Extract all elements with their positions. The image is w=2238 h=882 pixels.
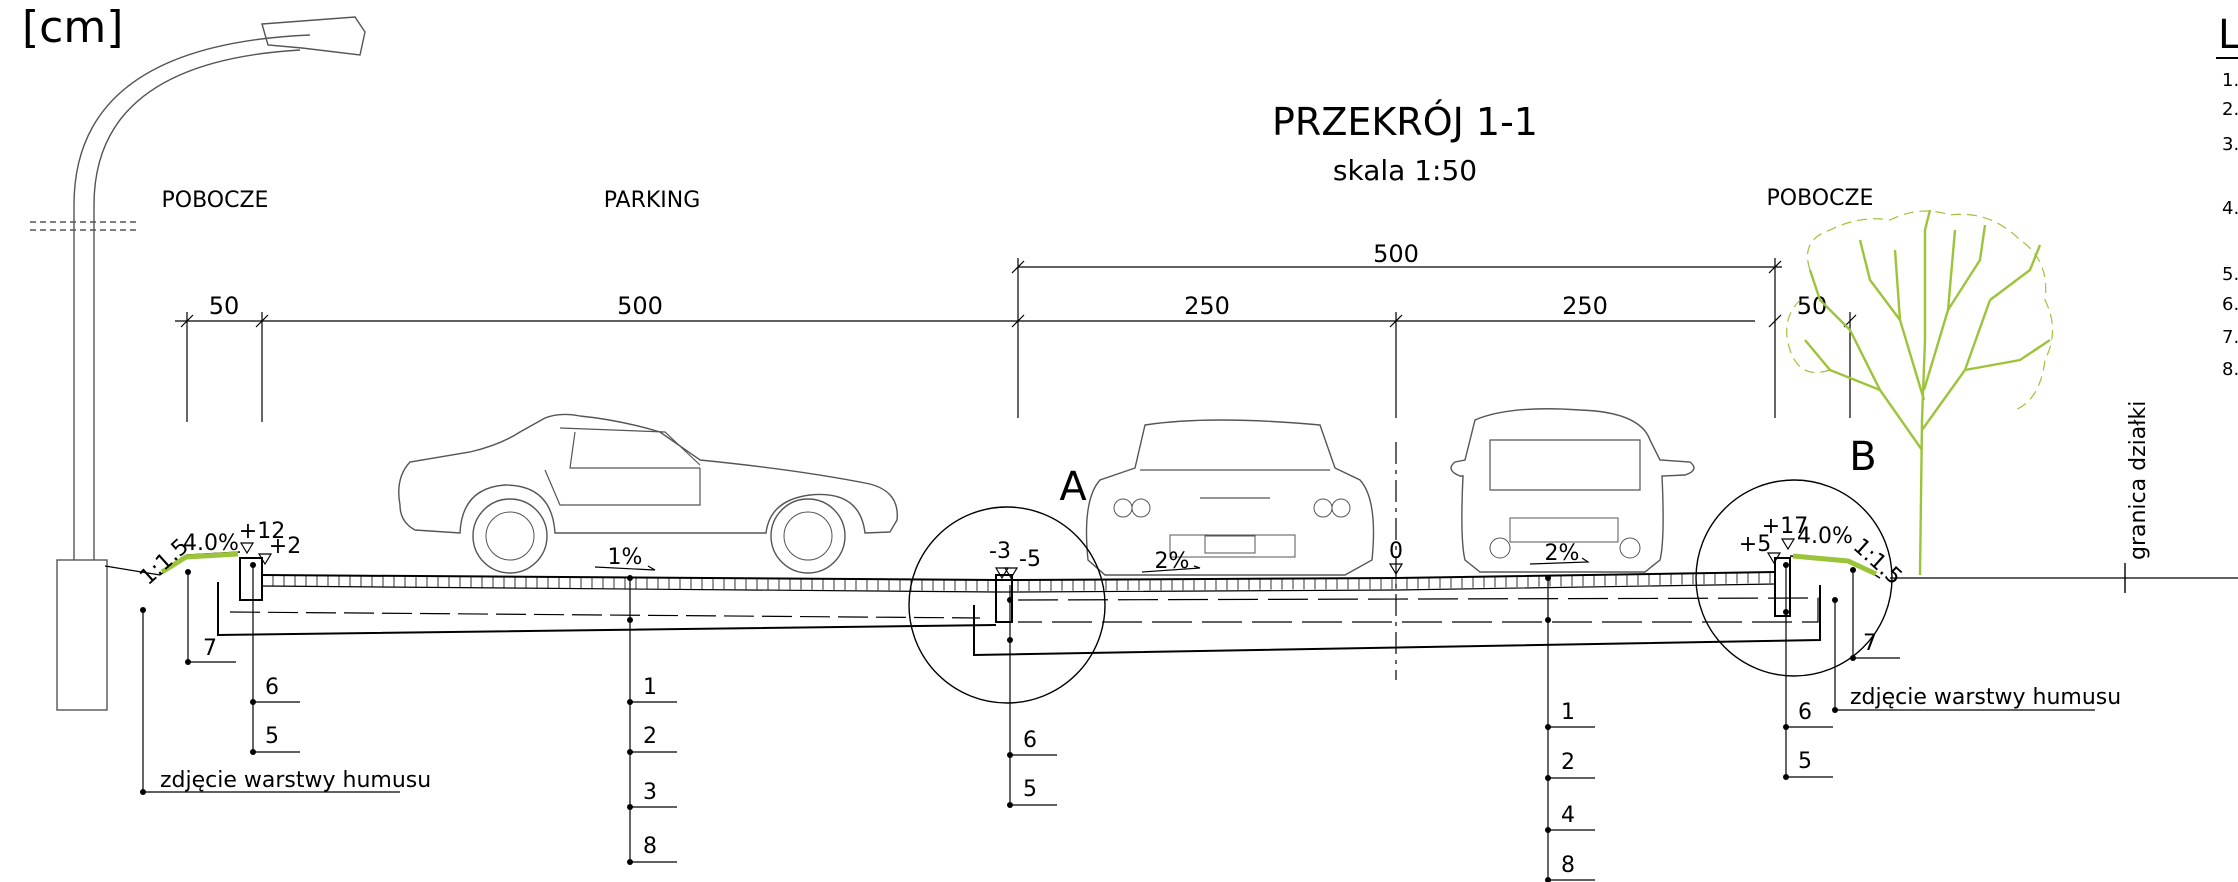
dim-50-right: 50 <box>1797 292 1828 320</box>
topsoil-note-right: zdjęcie warstwy humusu <box>1850 685 2121 710</box>
layer-parking-1: 1 <box>643 675 657 700</box>
layer-right-curb-5: 5 <box>1798 749 1812 774</box>
detail-circle-a <box>908 506 1106 704</box>
layer-road-2: 2 <box>1561 750 1575 775</box>
shoulder-grass <box>160 551 1878 577</box>
dimension-lines <box>175 258 1857 422</box>
car-side-view <box>398 413 898 574</box>
car-rear-view-right <box>1450 408 1695 573</box>
layer-right-bank-7: 7 <box>1863 631 1877 656</box>
dim-250-right-lane: 250 <box>1562 292 1608 320</box>
elevation-triangles <box>239 538 1796 580</box>
layer-road-8: 8 <box>1561 853 1575 878</box>
car-rear-view-left <box>1085 419 1375 576</box>
zone-right-label: POBOCZE <box>1767 186 1874 211</box>
ground-line <box>104 565 2238 579</box>
legend-heading: L <box>2218 12 2238 58</box>
zone-left-label: POBOCZE <box>162 188 269 213</box>
dim-500-parking: 500 <box>617 292 663 320</box>
elev-mid-a: -3 <box>989 539 1011 564</box>
dim-250-left-lane: 250 <box>1184 292 1230 320</box>
layer-mid-curb-5: 5 <box>1023 777 1037 802</box>
layer-leaders <box>142 565 2095 882</box>
paving-hatch <box>261 572 1771 591</box>
detail-a-label: A <box>1059 464 1087 510</box>
slope-right-shoulder: 4.0% <box>1797 524 1853 549</box>
slope-right-bank: 1:1.5 <box>1848 534 1907 590</box>
slope-parking: 1% <box>608 545 643 570</box>
legend-number-8: 8. <box>2222 359 2238 380</box>
layer-parking-2: 2 <box>643 724 657 749</box>
slope-arrows <box>594 557 1590 573</box>
detail-b-label: B <box>1849 434 1876 480</box>
layer-left-curb-6: 6 <box>265 675 279 700</box>
slope-lane-right: 2% <box>1545 541 1580 566</box>
tree <box>1786 209 2054 576</box>
layer-parking-8: 8 <box>643 834 657 859</box>
section-title: PRZEKRÓJ 1-1 <box>1272 100 1538 144</box>
layer-left-bank-7: 7 <box>203 636 217 661</box>
elev-right-low: +5 <box>1739 532 1771 557</box>
legend-number-5: 5. <box>2222 264 2238 285</box>
zone-middle-label: PARKING <box>604 188 701 213</box>
legend-number-6: 6. <box>2222 294 2238 315</box>
topsoil-note-left: zdjęcie warstwy humusu <box>160 768 431 793</box>
legend-number-1: 1. <box>2222 70 2238 91</box>
layer-mid-curb-6: 6 <box>1023 728 1037 753</box>
dim-500-road: 500 <box>1373 240 1419 268</box>
layer-right-curb-6: 6 <box>1798 700 1812 725</box>
layer-left-curb-5: 5 <box>265 724 279 749</box>
detail-circle-b <box>1695 479 1893 677</box>
unit-label: [cm] <box>22 2 123 53</box>
elev-left-low: +2 <box>269 534 301 559</box>
legend-number-3: 3. <box>2222 134 2238 155</box>
leader-dots <box>140 562 1856 882</box>
elev-center: 0 <box>1389 539 1403 564</box>
legend-number-4: 4. <box>2222 198 2238 219</box>
legend: L 1. 2. 3. 4. 5. 6. 7. 8. <box>2216 12 2238 380</box>
elev-left-top: +12 <box>239 519 285 544</box>
layer-road-1: 1 <box>1561 700 1575 725</box>
dim-50-left: 50 <box>209 292 240 320</box>
legend-number-2: 2. <box>2222 99 2238 120</box>
scale-label: skala 1:50 <box>1333 154 1477 187</box>
layer-road-4: 4 <box>1561 803 1575 828</box>
layer-parking-3: 3 <box>643 780 657 805</box>
property-boundary-label: granica działki <box>2126 401 2151 560</box>
slope-left-shoulder: 4.0% <box>183 531 239 556</box>
street-lamp <box>30 16 366 711</box>
elev-right-top: +17 <box>1762 514 1808 539</box>
legend-number-7: 7. <box>2222 327 2238 348</box>
elev-mid-b: -5 <box>1019 547 1041 572</box>
